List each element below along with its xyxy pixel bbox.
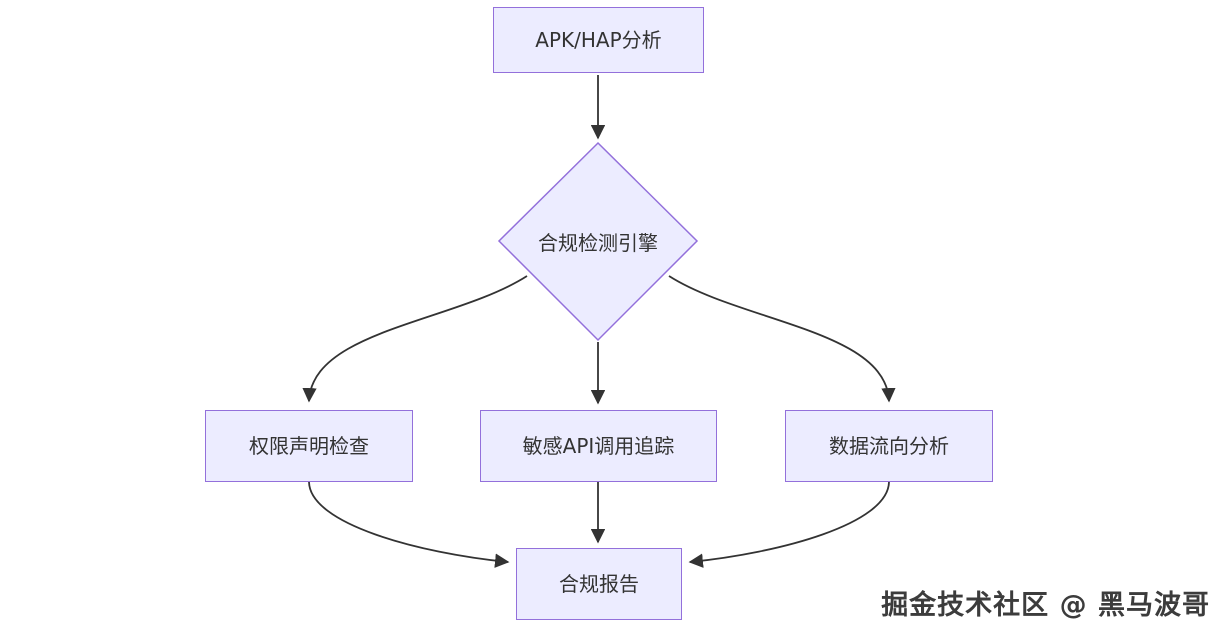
watermark-text: 掘金技术社区 @ 黑马波哥 — [881, 590, 1210, 621]
edge-engine-to-dataflow — [668, 275, 896, 403]
node-permission-declaration-check: 权限声明检查 — [205, 410, 413, 482]
decision-diamond-shape — [497, 141, 699, 342]
edge-permission-to-report — [308, 481, 510, 568]
edge-engine-to-permission — [302, 275, 528, 403]
node-compliance-detection-engine-label: 合规检测引擎 — [538, 230, 658, 255]
node-compliance-report: 合规报告 — [516, 548, 682, 620]
node-sensitive-api-call-tracking: 敏感API调用追踪 — [480, 410, 717, 482]
node-apk-hap-analysis: APK/HAP分析 — [493, 7, 704, 73]
node-data-flow-analysis: 数据流向分析 — [785, 410, 993, 482]
edge-dataflow-to-report — [688, 481, 890, 568]
